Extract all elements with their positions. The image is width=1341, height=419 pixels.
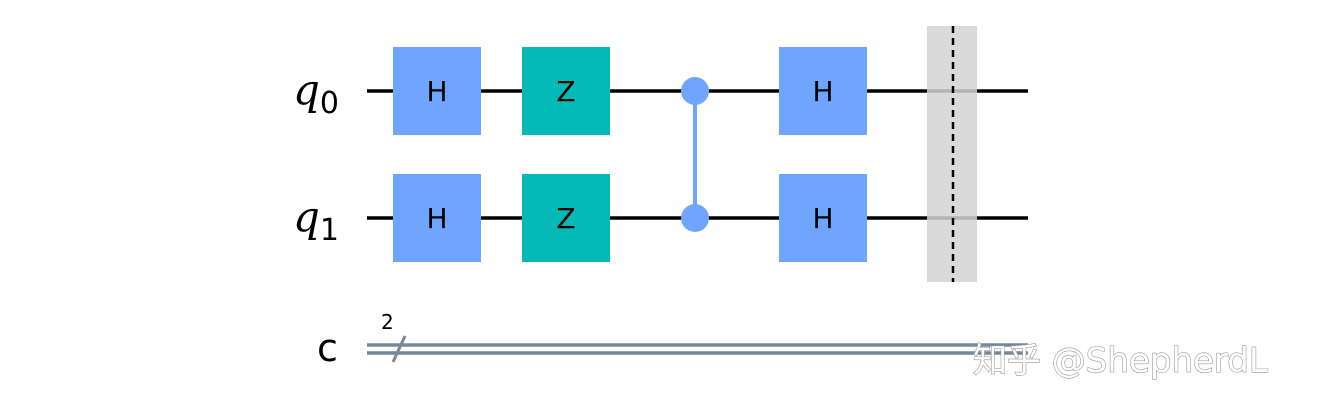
gates-layer: H H Z Z H H xyxy=(393,47,867,262)
gate-label: H xyxy=(426,75,447,108)
gate-h-q1: H xyxy=(393,174,481,262)
watermark: 知乎 @ShepherdL xyxy=(973,341,1268,381)
gate-box xyxy=(522,174,610,262)
controlled-z-gate xyxy=(681,77,709,232)
gate-box xyxy=(522,47,610,135)
classical-label: c xyxy=(317,326,338,370)
gate-box xyxy=(779,174,867,262)
bus-slash xyxy=(391,335,407,363)
gate-h-q1: H xyxy=(779,174,867,262)
qubit-index: 0 xyxy=(320,86,339,121)
qubit-letter: q xyxy=(293,65,320,114)
gate-label: H xyxy=(426,202,447,235)
gate-label: Z xyxy=(556,75,575,108)
gate-label: H xyxy=(812,202,833,235)
gate-z-q1: Z xyxy=(522,174,610,262)
gate-h-q0: H xyxy=(393,47,481,135)
classical-register-size: 2 xyxy=(381,310,394,334)
classical-wire-c: 2 xyxy=(367,310,1028,363)
gate-box xyxy=(779,47,867,135)
qubit-index: 1 xyxy=(320,213,339,248)
gate-box xyxy=(393,47,481,135)
gate-label: Z xyxy=(556,202,575,235)
qubit-label-q0: q0 xyxy=(293,65,339,121)
qubit-label-q1: q1 xyxy=(293,192,339,248)
gate-box xyxy=(393,174,481,262)
gate-z-q0: Z xyxy=(522,47,610,135)
cz-control-dot-q0 xyxy=(681,77,709,105)
gate-h-q0: H xyxy=(779,47,867,135)
barrier xyxy=(927,26,977,282)
cz-control-dot-q1 xyxy=(681,204,709,232)
gate-label: H xyxy=(812,75,833,108)
qubit-letter: q xyxy=(293,192,320,241)
